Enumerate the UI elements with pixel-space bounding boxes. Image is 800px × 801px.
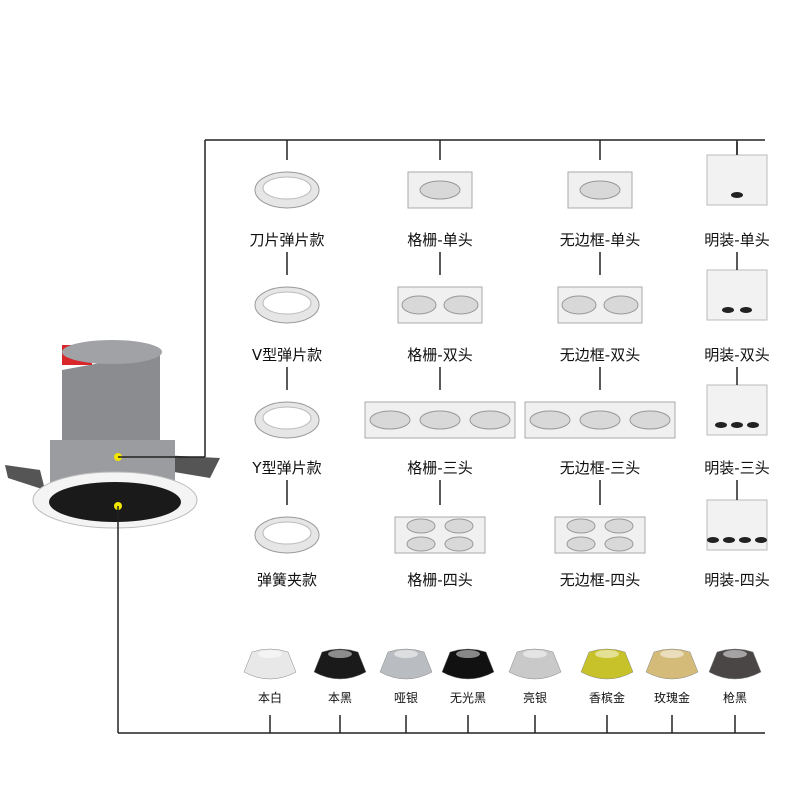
finish-label: 哑银	[393, 691, 419, 705]
lamp-opening	[406, 518, 436, 534]
variant-label: 格栅-单头	[407, 231, 473, 249]
variant-label: 明装-单头	[704, 231, 770, 249]
variant-label: 无边框-四头	[559, 571, 641, 589]
fixture-reflector	[49, 482, 181, 522]
surface-box-hole	[707, 537, 719, 543]
variant-label: V型弹片款	[251, 346, 323, 364]
lamp-opening	[603, 295, 639, 315]
variant-label: 无边框-双头	[559, 346, 641, 364]
trim-ring-opening	[262, 291, 312, 315]
reflector-highlight	[523, 650, 547, 658]
surface-box-hole	[731, 192, 743, 198]
finish-label: 本白	[257, 691, 283, 705]
variant-label: 弹簧夹款	[256, 571, 318, 589]
lamp-opening	[401, 295, 437, 315]
reflector-swatch	[313, 648, 367, 680]
finish-label: 亮银	[522, 691, 548, 705]
reflector-swatch	[379, 648, 433, 680]
reflector-highlight	[723, 650, 747, 658]
variant-label: 明装-三头	[704, 459, 770, 477]
lamp-opening	[419, 180, 461, 200]
lamp-opening	[406, 536, 436, 552]
fixture-heatsink	[62, 352, 160, 450]
variant-label: 无边框-单头	[559, 231, 641, 249]
variant-label: Y型弹片款	[252, 459, 322, 477]
reflector-swatch	[580, 648, 634, 680]
lamp-opening	[469, 410, 511, 430]
variant-label: 格栅-双头	[407, 346, 473, 364]
reflector-highlight	[394, 650, 418, 658]
surface-box-hole	[722, 307, 734, 313]
lamp-opening	[529, 410, 571, 430]
reflector-swatch	[441, 648, 495, 680]
finish-label: 本黑	[327, 691, 353, 705]
lamp-opening	[369, 410, 411, 430]
fixture-left-clip	[5, 465, 45, 490]
lamp-opening	[566, 536, 596, 552]
surface-box-hole	[731, 422, 743, 428]
surface-box-hole	[747, 422, 759, 428]
variant-label: 格栅-三头	[407, 459, 473, 477]
variant-label: 明装-双头	[704, 346, 770, 364]
lamp-opening	[443, 295, 479, 315]
lamp-opening	[579, 410, 621, 430]
surface-box-image	[706, 269, 768, 321]
finish-label: 香槟金	[588, 691, 626, 705]
lamp-opening	[444, 536, 474, 552]
trim-ring-opening	[262, 176, 312, 200]
reflector-swatch	[508, 648, 562, 680]
surface-box-hole	[715, 422, 727, 428]
surface-box-hole	[740, 307, 752, 313]
reflector-highlight	[456, 650, 480, 658]
lamp-opening	[579, 180, 621, 200]
lamp-opening	[444, 518, 474, 534]
lamp-opening	[604, 536, 634, 552]
reflector-highlight	[595, 650, 619, 658]
fixture-top	[62, 340, 162, 364]
reflector-swatch	[243, 648, 297, 680]
reflector-highlight	[258, 650, 282, 658]
finish-label: 无光黑	[449, 691, 487, 705]
trim-ring-opening	[262, 521, 312, 545]
variant-label: 格栅-四头	[407, 571, 473, 589]
finish-label: 玫瑰金	[653, 691, 691, 705]
surface-box-hole	[755, 537, 767, 543]
variant-label: 明装-四头	[704, 571, 770, 589]
reflector-highlight	[328, 650, 352, 658]
surface-box-hole	[739, 537, 751, 543]
reflector-swatch	[645, 648, 699, 680]
lamp-opening	[566, 518, 596, 534]
variant-label: 刀片弹片款	[249, 231, 325, 249]
lamp-opening	[561, 295, 597, 315]
lamp-opening	[419, 410, 461, 430]
finish-label: 枪黑	[722, 691, 748, 705]
lamp-opening	[604, 518, 634, 534]
reflector-highlight	[660, 650, 684, 658]
surface-box-hole	[723, 537, 735, 543]
variant-label: 无边框-三头	[559, 459, 641, 477]
trim-ring-opening	[262, 406, 312, 430]
reflector-swatch	[708, 648, 762, 680]
lamp-opening	[629, 410, 671, 430]
